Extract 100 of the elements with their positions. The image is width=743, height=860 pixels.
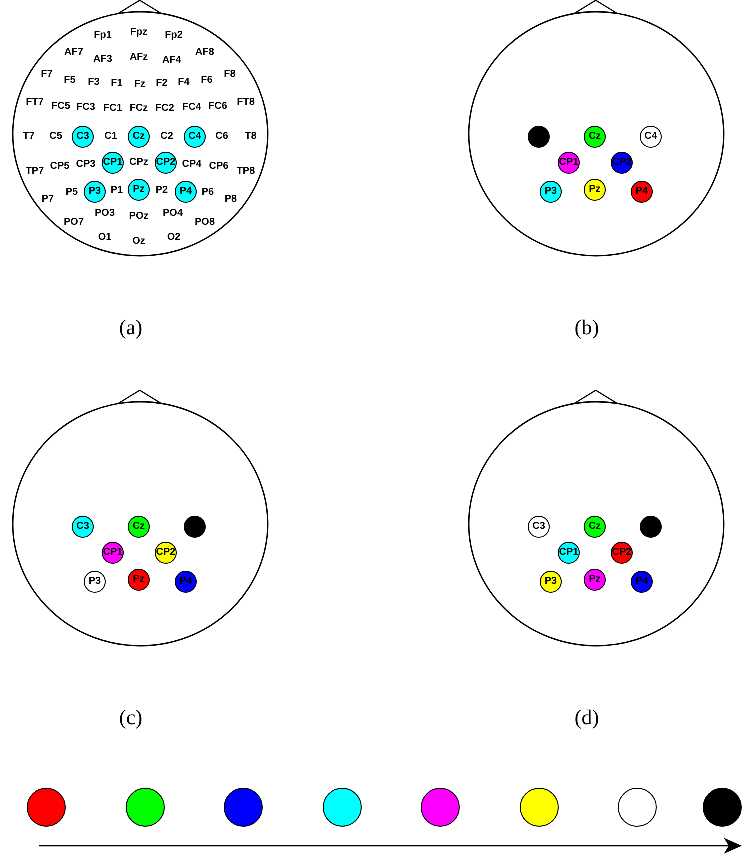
electrode-circle: P3 bbox=[540, 571, 562, 593]
electrode-circle: CP1 bbox=[558, 152, 580, 174]
electrode-label: TP7 bbox=[26, 167, 44, 177]
electrode-circle: Pz bbox=[128, 179, 150, 201]
electrode-label: FC4 bbox=[182, 103, 202, 113]
electrode-label: Oz bbox=[132, 237, 146, 247]
electrode-circle: CP2 bbox=[155, 542, 177, 564]
electrode-circle: P3 bbox=[540, 181, 562, 203]
electrode-label: Fp2 bbox=[165, 31, 183, 41]
sequence-circle bbox=[27, 788, 66, 827]
electrode-label: TP8 bbox=[236, 167, 256, 177]
electrode-label: F8 bbox=[224, 70, 236, 80]
electrode-label: F6 bbox=[201, 76, 213, 86]
electrode-label: FT7 bbox=[26, 98, 44, 108]
electrode-label: P5 bbox=[66, 188, 78, 198]
sequence-circle bbox=[126, 788, 165, 827]
electrode-circle: Pz bbox=[584, 179, 606, 201]
electrode-circle: P4 bbox=[175, 181, 197, 203]
electrode-label: C2 bbox=[160, 132, 174, 142]
panel-caption: (d) bbox=[574, 706, 600, 730]
electrode-label: POz bbox=[129, 212, 149, 222]
electrode-label: C1 bbox=[104, 132, 118, 142]
electrode-label: Fp1 bbox=[94, 31, 112, 41]
electrode-label: AF7 bbox=[64, 48, 84, 58]
electrode-circle: P3 bbox=[84, 181, 106, 203]
electrode-label: PO3 bbox=[95, 209, 115, 219]
electrode-dot bbox=[528, 126, 550, 148]
electrode-label: AF3 bbox=[94, 55, 112, 65]
electrode-label: F1 bbox=[111, 79, 123, 89]
electrode-circle: P4 bbox=[631, 571, 653, 593]
electrode-label: P8 bbox=[224, 195, 238, 205]
head-outline bbox=[468, 0, 725, 257]
electrode-label: P6 bbox=[202, 188, 214, 198]
panel-caption: (b) bbox=[574, 316, 600, 340]
electrode-label: C5 bbox=[50, 132, 62, 142]
electrode-label: FC6 bbox=[208, 102, 228, 112]
electrode-label: CP5 bbox=[50, 162, 70, 172]
electrode-label: FC1 bbox=[104, 104, 122, 114]
head-outline bbox=[12, 0, 269, 257]
panel-caption: (c) bbox=[119, 706, 143, 730]
electrode-label: AFz bbox=[130, 53, 148, 63]
sequence-circle bbox=[224, 788, 263, 827]
electrode-circle: CP1 bbox=[102, 152, 124, 174]
electrode-label: FC3 bbox=[76, 103, 96, 113]
electrode-label: F7 bbox=[41, 70, 53, 80]
sequence-circle bbox=[703, 788, 742, 827]
electrode-label: Fpz bbox=[130, 28, 148, 38]
electrode-label: CP4 bbox=[182, 160, 202, 170]
electrode-circle: Pz bbox=[584, 569, 606, 591]
head-outline bbox=[12, 390, 269, 647]
electrode-label: F4 bbox=[178, 78, 190, 88]
electrode-circle: Cz bbox=[128, 126, 150, 148]
electrode-label: PO8 bbox=[195, 218, 215, 228]
electrode-label: T8 bbox=[245, 132, 257, 142]
electrode-label: T7 bbox=[23, 132, 35, 142]
electrode-circle: Pz bbox=[128, 569, 150, 591]
electrode-label: F3 bbox=[88, 78, 100, 88]
electrode-dot bbox=[184, 516, 206, 538]
panel-caption: (a) bbox=[119, 316, 143, 340]
electrode-circle: Cz bbox=[584, 126, 606, 148]
electrode-circle: CP2 bbox=[611, 152, 633, 174]
electrode-label: FC2 bbox=[156, 104, 174, 114]
sequence-circle bbox=[323, 788, 362, 827]
electrode-label: FC5 bbox=[52, 102, 70, 112]
sequence-circle bbox=[421, 788, 460, 827]
electrode-label: PO7 bbox=[64, 218, 84, 228]
head-outline bbox=[468, 390, 725, 647]
electrode-circle: CP2 bbox=[611, 542, 633, 564]
electrode-label: O1 bbox=[98, 233, 112, 243]
electrode-label: FT8 bbox=[237, 98, 255, 108]
electrode-label: CPz bbox=[130, 158, 148, 168]
electrode-circle: CP2 bbox=[155, 152, 177, 174]
electrode-circle: C3 bbox=[528, 516, 550, 538]
electrode-label: PO4 bbox=[163, 209, 183, 219]
electrode-label: P1 bbox=[110, 186, 124, 196]
electrode-circle: C3 bbox=[72, 126, 94, 148]
electrode-label: P7 bbox=[42, 195, 54, 205]
electrode-label: F5 bbox=[64, 76, 76, 86]
electrode-label: Fz bbox=[134, 80, 146, 90]
electrode-label: CP6 bbox=[209, 162, 229, 172]
electrode-label: CP3 bbox=[76, 160, 96, 170]
electrode-label: AF8 bbox=[196, 48, 214, 58]
electrode-circle: P4 bbox=[631, 181, 653, 203]
electrode-dot bbox=[640, 516, 662, 538]
electrode-circle: C4 bbox=[184, 126, 206, 148]
electrode-label: FCz bbox=[130, 104, 148, 114]
electrode-circle: CP1 bbox=[102, 542, 124, 564]
electrode-circle: CP1 bbox=[558, 542, 580, 564]
sequence-circle bbox=[520, 788, 559, 827]
electrode-circle: Cz bbox=[128, 516, 150, 538]
electrode-circle: P3 bbox=[84, 571, 106, 593]
electrode-label: AF4 bbox=[162, 56, 182, 66]
electrode-label: P2 bbox=[156, 186, 168, 196]
electrode-circle: C4 bbox=[640, 126, 662, 148]
sequence-circle bbox=[618, 788, 657, 827]
electrode-label: O2 bbox=[167, 233, 181, 243]
electrode-label: F2 bbox=[156, 79, 168, 89]
electrode-label: C6 bbox=[216, 132, 228, 142]
electrode-circle: C3 bbox=[72, 516, 94, 538]
electrode-circle: P4 bbox=[175, 571, 197, 593]
